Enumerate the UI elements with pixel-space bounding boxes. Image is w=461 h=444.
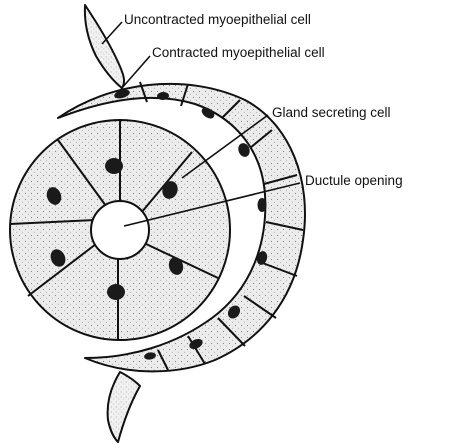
label-ductule-opening: Ductule opening: [305, 173, 403, 188]
uncontracted-myoepithelial-cell-top: [85, 5, 124, 88]
uncontracted-myoepithelial-cell-bottom: [108, 372, 140, 442]
label-uncontracted-myoepithelial-cell: Uncontracted myoepithelial cell: [124, 12, 311, 27]
gland: [10, 120, 230, 340]
leader-uncontracted: [102, 22, 122, 44]
label-gland-secreting-cell: Gland secreting cell: [272, 105, 391, 120]
leader-contracted: [121, 56, 150, 89]
ductule-opening: [91, 201, 149, 259]
label-contracted-myoepithelial-cell: Contracted myoepithelial cell: [152, 45, 325, 60]
